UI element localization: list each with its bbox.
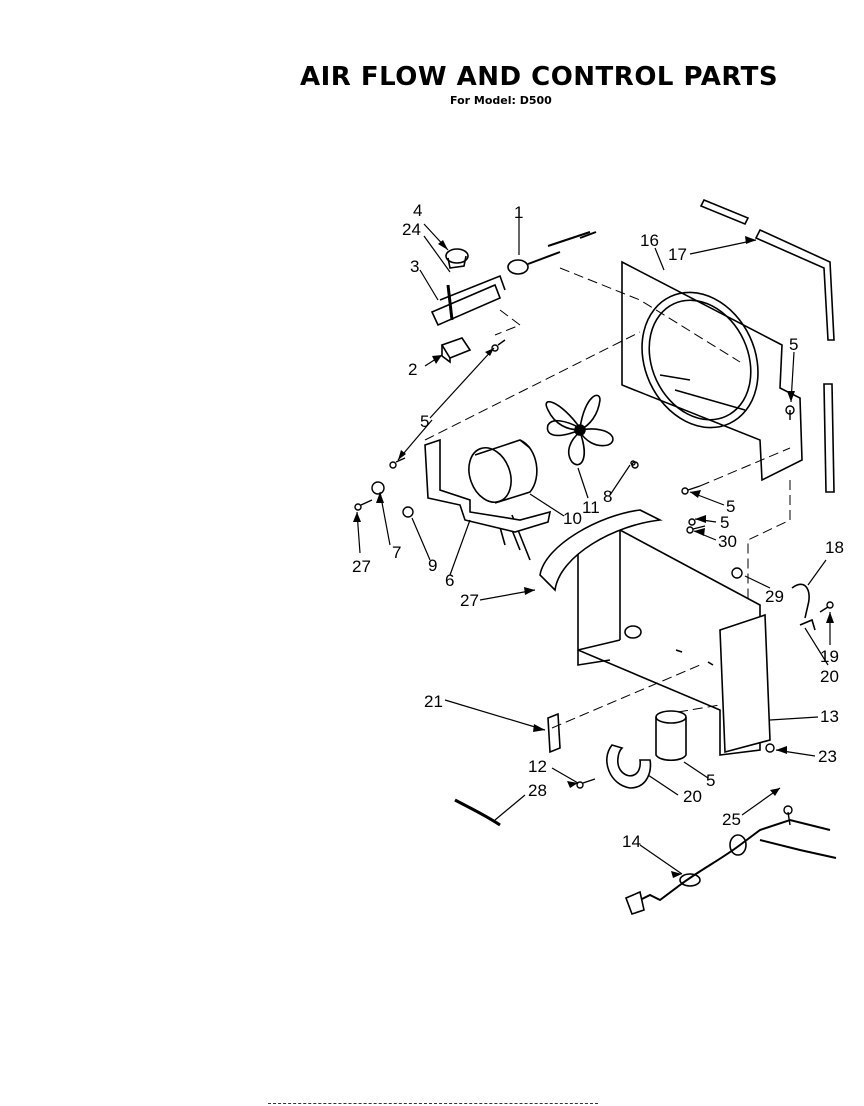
callout-14: 25	[722, 810, 741, 829]
shroud-panel-part	[621, 260, 803, 482]
callout-5c: 5	[726, 497, 735, 516]
motor-mount-part	[424, 438, 552, 533]
callout-20a: 19	[820, 647, 839, 666]
callout-5b: 5	[789, 335, 798, 354]
model-subtitle: For Model: D500	[450, 94, 552, 107]
callout-15: 14	[622, 832, 641, 851]
fan-motor-part	[468, 439, 538, 561]
bottom-rule	[268, 1103, 598, 1104]
callout-16: 16	[640, 231, 659, 250]
power-cord-part	[624, 818, 837, 916]
callout-8: 8	[603, 487, 612, 506]
callout-11: 11	[582, 498, 600, 517]
callout-10: 10	[563, 509, 582, 528]
wire-harness-part	[454, 798, 501, 827]
callout-23: 13	[820, 707, 839, 726]
callout-4: 4	[413, 201, 422, 220]
callout-17: 17	[668, 245, 687, 264]
callout-2: 2	[408, 360, 417, 379]
switch-block-part	[440, 337, 472, 364]
capacitor-part	[655, 710, 687, 762]
callout-12: 5	[706, 771, 715, 790]
fan-blade-part	[545, 394, 614, 466]
screws-group	[354, 339, 834, 826]
callout-21: 20	[820, 667, 839, 686]
arrowheads	[353, 236, 834, 878]
callout-19: 18	[825, 538, 844, 557]
callout-20b: 12	[528, 757, 547, 776]
cord-clamp-part	[791, 583, 816, 631]
callout-29: 27	[460, 591, 479, 610]
callout-27b: 30	[718, 532, 737, 551]
control-knob-part	[445, 248, 469, 269]
thermostat-part	[507, 231, 597, 275]
callout-28: 20	[683, 787, 702, 806]
callout-6: 6	[445, 571, 454, 590]
callout-24: 24	[402, 220, 421, 239]
callout-5d: 23	[818, 747, 837, 766]
callout-1: 1	[514, 203, 523, 222]
callout-18: 29	[765, 587, 784, 606]
callout-9: 9	[428, 556, 437, 575]
control-bracket-part	[430, 274, 506, 327]
base-pan-part	[539, 509, 771, 756]
diagram-title: AIR FLOW AND CONTROL PARTS	[300, 62, 779, 92]
callout-27a: 27	[352, 557, 371, 576]
callout-3: 3	[410, 257, 419, 276]
callout-labels: 1 2 3 4 24 5 16 17 5 5 7 27 9 6 10 11 8 …	[352, 201, 844, 851]
callout-5a: 5	[420, 412, 429, 431]
capacitor-strap-part	[606, 744, 652, 789]
alignment-lines	[424, 267, 791, 729]
gasket-strips-part	[699, 198, 835, 493]
callout-7: 7	[392, 543, 401, 562]
callout-13: 21	[424, 692, 443, 711]
relay-clip-part	[547, 712, 561, 754]
callout-25: 28	[528, 781, 547, 800]
callout-30: 5	[720, 513, 729, 532]
